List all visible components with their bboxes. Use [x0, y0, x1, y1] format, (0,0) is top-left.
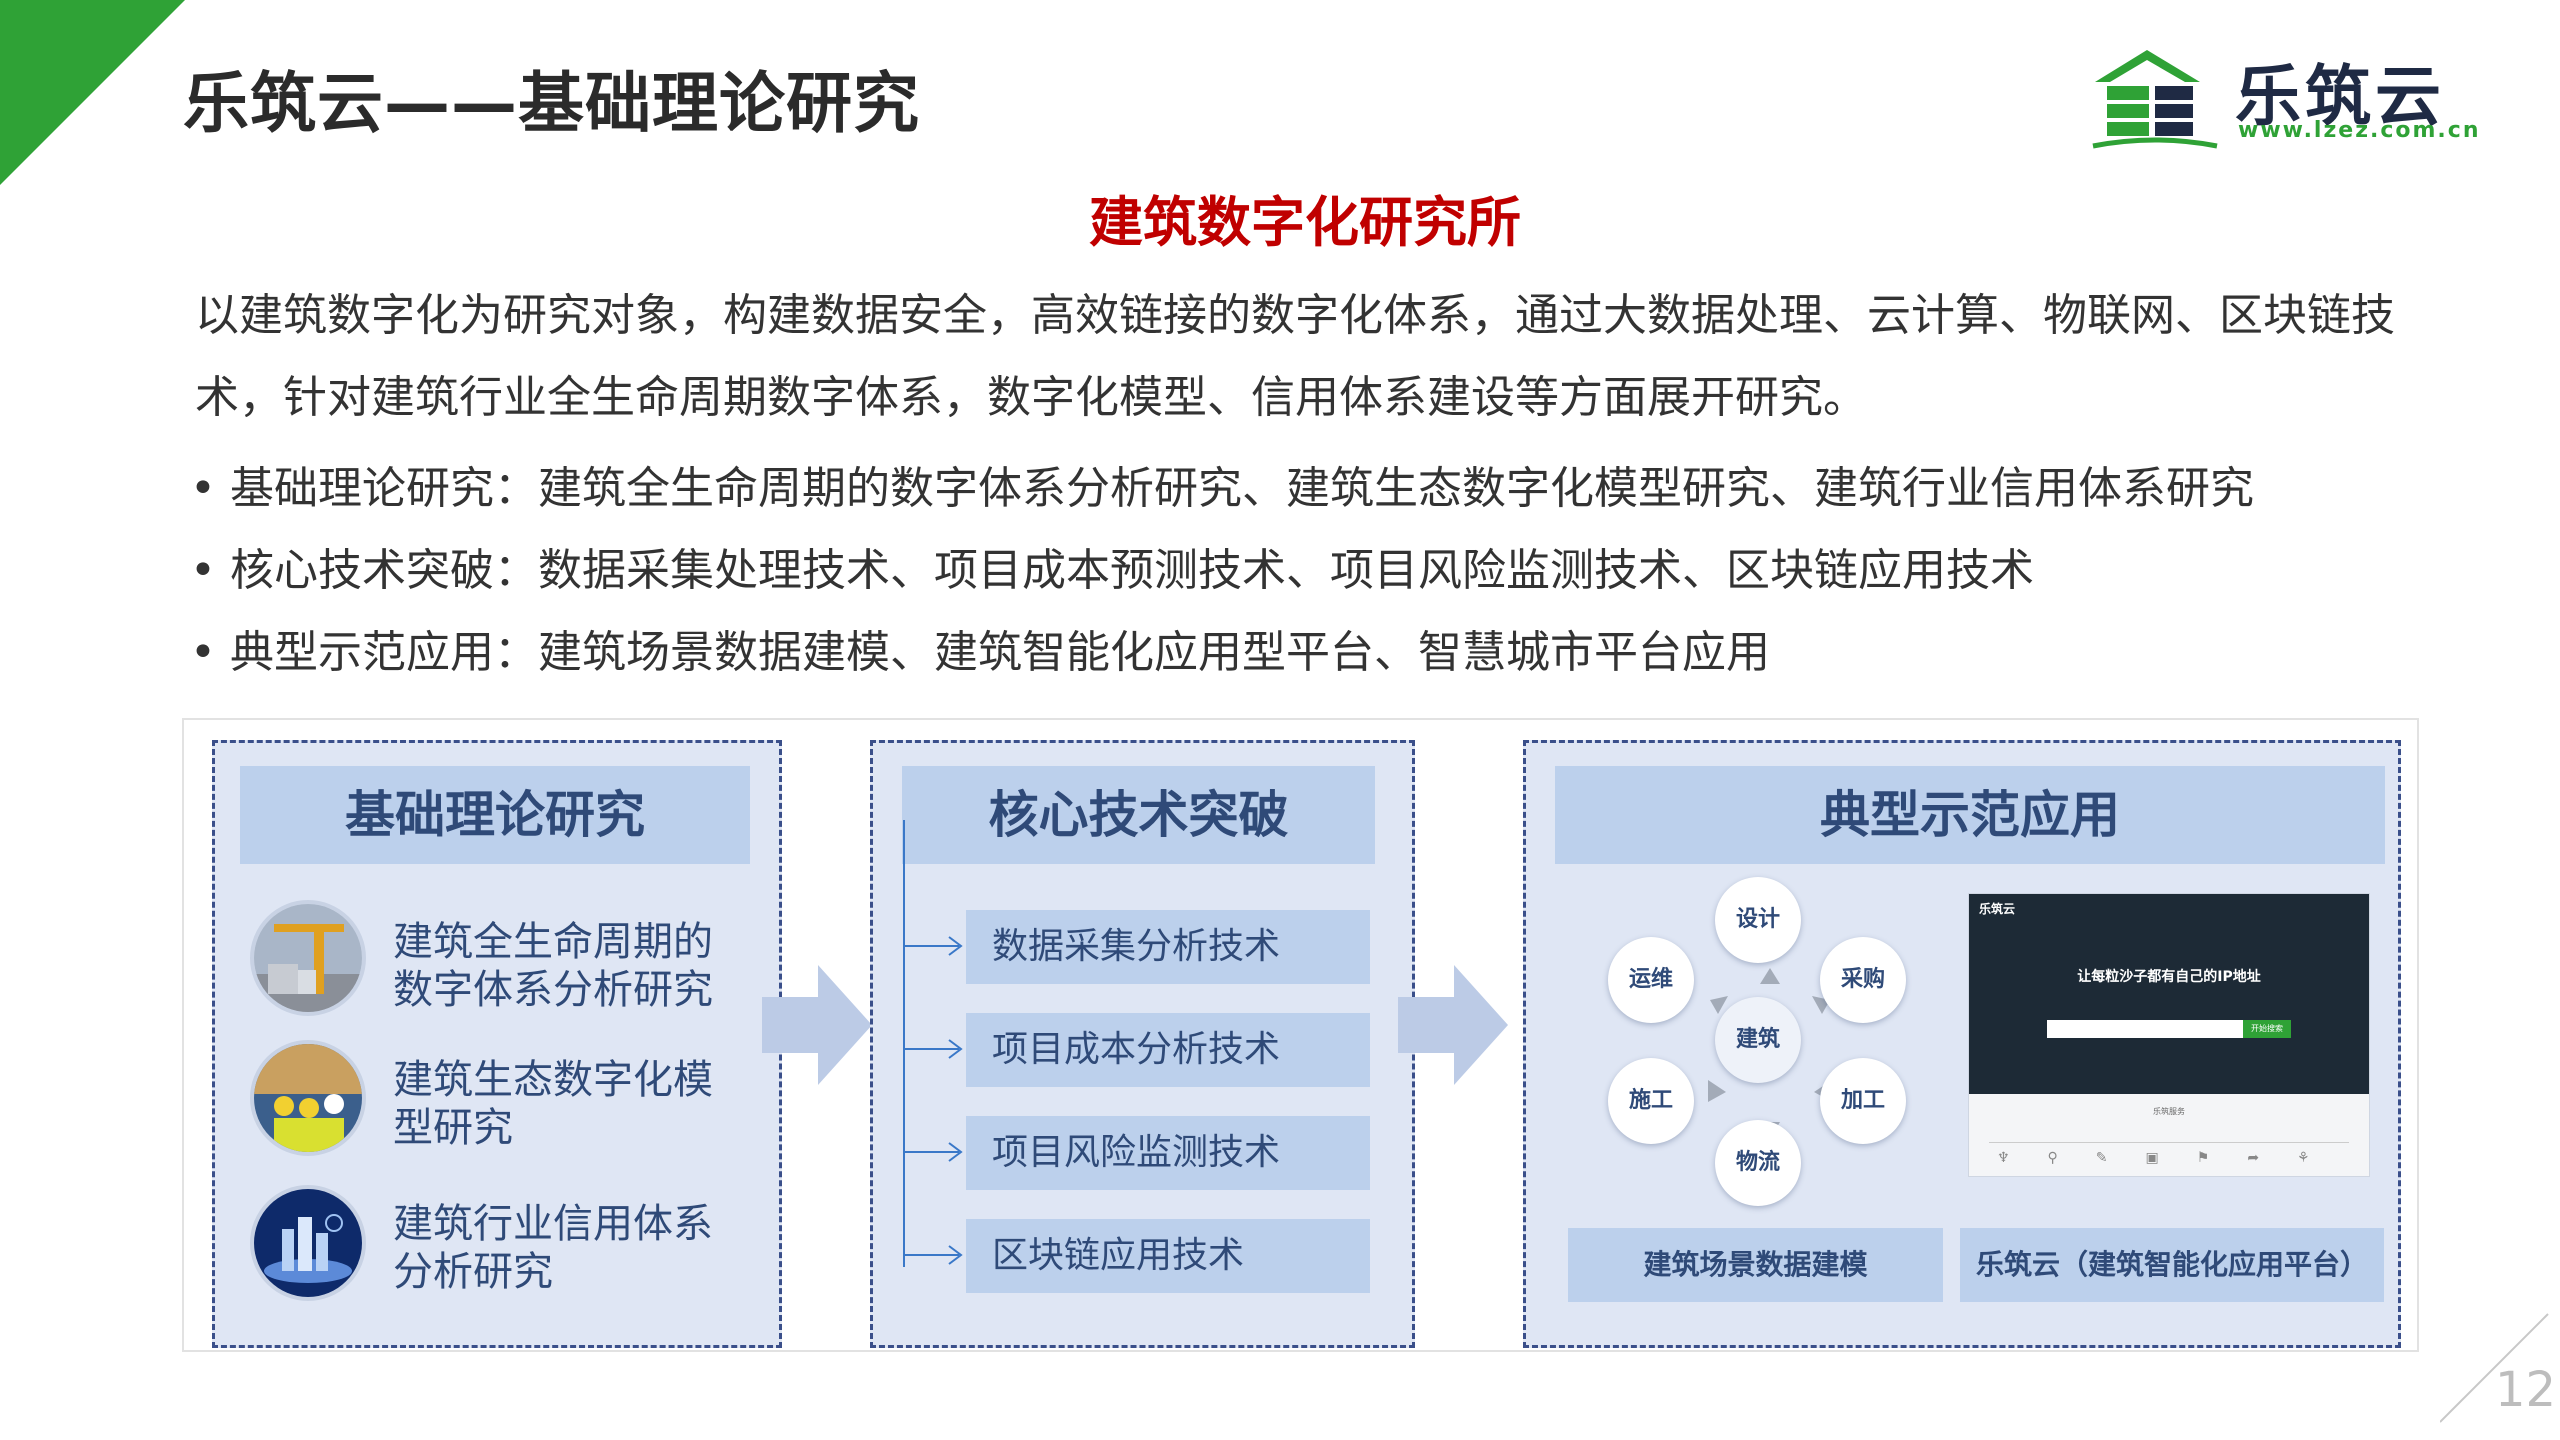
smart-city-image — [250, 1185, 366, 1301]
bullet-marker: • — [190, 463, 216, 514]
section-subtitle: 建筑数字化研究所 — [1089, 191, 1521, 254]
cycle-node-maintenance: 运维 — [1608, 937, 1694, 1023]
cycle-node-construction: 施工 — [1608, 1058, 1694, 1144]
page-number-slash — [2440, 1313, 2549, 1423]
panel-tech-heading: 核心技术突破 — [902, 766, 1375, 864]
screenshot-divider — [1989, 1142, 2349, 1143]
bullet-item: • 典型示范应用：建筑场景数据建模、建筑智能化应用型平台、智慧城市平台应用 — [190, 616, 1770, 680]
bullet-text: 典型示范应用：建筑场景数据建模、建筑智能化应用型平台、智慧城市平台应用 — [229, 627, 1770, 678]
app-box-modeling: 建筑场景数据建模 — [1568, 1228, 1943, 1302]
workers-image — [250, 1040, 366, 1156]
panel-theory-heading: 基础理论研究 — [240, 766, 750, 864]
flow-arrow-icon — [762, 965, 872, 1085]
construction-site-image — [250, 900, 366, 1016]
screenshot-search-button: 开始搜索 — [2243, 1020, 2291, 1038]
cycle-node-center: 建筑 — [1715, 997, 1801, 1083]
tech-item: 项目风险监测技术 — [966, 1116, 1370, 1190]
screenshot-brand: 乐筑云 — [1979, 902, 2016, 916]
panel-app-heading: 典型示范应用 — [1555, 766, 2385, 864]
bullet-marker: • — [190, 545, 216, 596]
theory-item-3: 建筑行业信用体系 分析研究 — [393, 1201, 713, 1295]
branch-arrow-icon — [903, 1245, 963, 1265]
theory-item-1: 建筑全生命周期的 数字体系分析研究 — [393, 919, 713, 1013]
city-icon — [254, 1189, 362, 1297]
screenshot-search-input — [2047, 1020, 2243, 1038]
app-box-platform: 乐筑云（建筑智能化应用平台） — [1960, 1228, 2384, 1302]
bullet-item: • 核心技术突破：数据采集处理技术、项目成本预测技术、项目风险监测技术、区块链应… — [190, 534, 2034, 598]
intro-paragraph: 以建筑数字化为研究对象，构建数据安全，高效链接的数字化体系，通过大数据处理、云计… — [195, 290, 2395, 423]
crane-icon — [254, 904, 362, 1012]
platform-screenshot: 乐筑云 让每粒沙子都有自己的IP地址 开始搜索 乐筑服务 ♆⚲✎▣⚑➦⚘ — [1968, 893, 2370, 1177]
logo-url: www.lzez.com.cn — [2238, 118, 2481, 143]
theory-item-2: 建筑生态数字化模 型研究 — [393, 1057, 713, 1151]
page-title: 乐筑云——基础理论研究 — [183, 65, 920, 142]
branch-arrow-icon — [903, 1039, 963, 1059]
bullet-marker: • — [190, 627, 216, 678]
workers-icon — [254, 1044, 362, 1152]
screenshot-service-icons: ♆⚲✎▣⚑➦⚘ — [1997, 1150, 2348, 1166]
tech-item: 区块链应用技术 — [966, 1219, 1370, 1293]
cycle-node-design: 设计 — [1715, 877, 1801, 963]
screenshot-section: 乐筑服务 — [2153, 1107, 2185, 1116]
branch-arrow-icon — [903, 936, 963, 956]
logo-text: 乐筑云 — [2235, 58, 2445, 135]
branch-arrow-icon — [903, 1142, 963, 1162]
page-number: 12 — [2495, 1362, 2557, 1418]
tech-item: 项目成本分析技术 — [966, 1013, 1370, 1087]
cycle-node-processing: 加工 — [1820, 1058, 1906, 1144]
bullet-text: 核心技术突破：数据采集处理技术、项目成本预测技术、项目风险监测技术、区块链应用技… — [229, 545, 2034, 596]
bullet-item: • 基础理论研究：建筑全生命周期的数字体系分析研究、建筑生态数字化模型研究、建筑… — [190, 452, 2254, 516]
cycle-node-procurement: 采购 — [1820, 937, 1906, 1023]
cycle-node-logistics: 物流 — [1715, 1120, 1801, 1206]
screenshot-hero — [1969, 894, 2369, 1094]
bullet-text: 基础理论研究：建筑全生命周期的数字体系分析研究、建筑生态数字化模型研究、建筑行业… — [229, 463, 2254, 514]
flow-arrow-icon — [1398, 965, 1508, 1085]
screenshot-headline: 让每粒沙子都有自己的IP地址 — [2077, 969, 2261, 985]
corner-decoration — [0, 0, 185, 185]
tech-tree-line — [903, 820, 905, 1267]
diagram-frame — [182, 718, 2419, 1352]
logo-building-icon — [2092, 50, 2218, 149]
tech-item: 数据采集分析技术 — [966, 910, 1370, 984]
